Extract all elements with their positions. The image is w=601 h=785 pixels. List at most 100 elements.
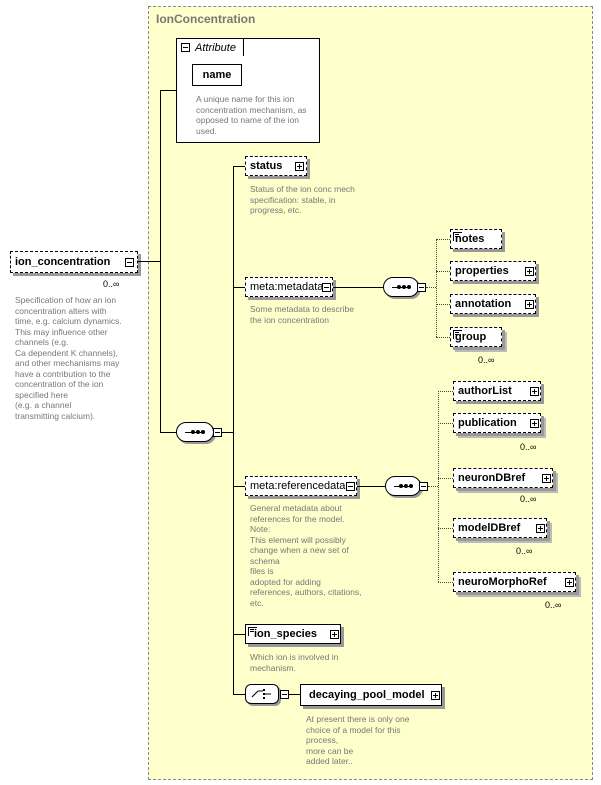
root-cardinality: 0..∞ <box>103 279 120 289</box>
attribute-name[interactable]: name <box>192 64 242 86</box>
referencedata-description: General metadata about references for th… <box>250 503 362 608</box>
connector <box>436 239 437 337</box>
annotation-label: annotation <box>455 298 512 310</box>
connector <box>438 423 453 424</box>
referencedata-label: meta:referencedata <box>250 480 346 492</box>
connector <box>357 486 385 487</box>
element-group[interactable]: group <box>450 327 502 347</box>
collapse-icon[interactable] <box>125 258 134 267</box>
collapse-icon[interactable] <box>419 482 428 491</box>
connector <box>233 634 245 635</box>
root-description: Specification of how an ion concentratio… <box>15 295 122 421</box>
element-annotation[interactable]: annotation <box>450 294 536 314</box>
connector <box>138 261 160 262</box>
connector <box>160 90 176 91</box>
expand-icon[interactable] <box>530 419 539 428</box>
properties-label: properties <box>455 265 509 277</box>
element-publication[interactable]: publication <box>453 413 541 433</box>
ion-species-label: ion_species <box>254 628 317 640</box>
element-authorlist[interactable]: authorList <box>453 381 541 401</box>
expand-icon[interactable] <box>536 524 545 533</box>
connector <box>438 582 453 583</box>
collapse-icon[interactable] <box>322 283 331 292</box>
metadata-description: Some metadata to describe the ion concen… <box>250 304 354 325</box>
neurondbref-cardinality: 0..∞ <box>520 494 537 504</box>
connector <box>160 432 176 433</box>
neuromorphoref-cardinality: 0..∞ <box>545 600 562 610</box>
connector <box>436 304 450 305</box>
expand-icon[interactable] <box>330 630 339 639</box>
connector <box>438 478 453 479</box>
element-neurondbref[interactable]: neuronDBref <box>453 468 553 488</box>
sequence-icon <box>394 484 413 488</box>
connector <box>438 391 439 582</box>
element-properties[interactable]: properties <box>450 261 536 281</box>
element-decaying-pool-model[interactable]: decaying_pool_model <box>300 684 442 706</box>
connector <box>438 528 453 529</box>
modeldbref-label: modelDBref <box>458 522 521 534</box>
connector <box>233 287 245 288</box>
connector <box>160 90 161 432</box>
element-neuromorphoref[interactable]: neuroMorphoRef <box>453 572 576 592</box>
group-label: group <box>455 331 487 343</box>
expand-icon[interactable] <box>525 300 534 309</box>
connector <box>333 287 383 288</box>
decaying-pool-model-description: At present there is only one choice of a… <box>306 714 410 766</box>
expand-icon[interactable] <box>565 578 574 587</box>
attribute-group-header[interactable]: Attribute <box>176 38 244 56</box>
choice-icon <box>251 689 271 699</box>
ion-species-description: Which ion is involved in mechanism. <box>250 652 339 673</box>
attribute-name-description: A unique name for this ion concentration… <box>196 94 307 136</box>
metadata-label: meta:metadata <box>250 281 324 293</box>
neuromorphoref-label: neuroMorphoRef <box>458 576 547 588</box>
complex-type-name: IonConcentration <box>156 12 256 26</box>
connector <box>233 486 245 487</box>
collapse-icon[interactable] <box>280 690 289 699</box>
element-modeldbref[interactable]: modelDBref <box>453 518 547 538</box>
sequence-compositor[interactable] <box>176 422 214 442</box>
expand-icon[interactable] <box>530 387 539 396</box>
authorlist-label: authorList <box>458 385 512 397</box>
publication-label: publication <box>458 417 517 429</box>
referencedata-sequence[interactable] <box>385 476 421 496</box>
modeldbref-cardinality: 0..∞ <box>516 546 533 556</box>
documentation-icon <box>453 232 462 241</box>
collapse-icon[interactable] <box>417 283 426 292</box>
attribute-header-label: Attribute <box>195 41 236 54</box>
choice-compositor[interactable] <box>245 684 279 704</box>
expand-icon[interactable] <box>542 474 551 483</box>
expand-icon[interactable] <box>431 691 440 700</box>
group-cardinality: 0..∞ <box>478 355 495 365</box>
neurondbref-label: neuronDBref <box>458 472 526 484</box>
root-element-ion-concentration[interactable]: ion_concentration <box>10 251 138 273</box>
connector <box>436 239 450 240</box>
collapse-icon[interactable] <box>346 482 355 491</box>
collapse-icon[interactable] <box>213 428 222 437</box>
decaying-pool-model-label: decaying_pool_model <box>309 689 425 701</box>
connector <box>233 694 245 695</box>
attribute-name-label: name <box>202 69 232 81</box>
connector <box>289 694 300 695</box>
documentation-icon <box>248 627 257 636</box>
connector <box>428 486 438 487</box>
connector <box>438 391 453 392</box>
element-ion-species[interactable]: ion_species <box>245 624 341 644</box>
element-meta-referencedata[interactable]: meta:referencedata <box>245 476 357 496</box>
documentation-icon <box>453 330 462 339</box>
expand-icon[interactable] <box>525 267 534 276</box>
expand-icon[interactable] <box>295 162 304 171</box>
connector <box>436 337 450 338</box>
connector <box>233 166 234 694</box>
element-status[interactable]: status <box>245 156 307 176</box>
connector <box>233 166 245 167</box>
connector <box>426 287 436 288</box>
collapse-icon[interactable] <box>181 43 190 52</box>
connector <box>222 432 233 433</box>
element-notes[interactable]: notes <box>450 229 502 249</box>
metadata-sequence[interactable] <box>383 277 419 297</box>
element-meta-metadata[interactable]: meta:metadata <box>245 277 333 297</box>
sequence-icon <box>392 285 411 289</box>
notes-label: notes <box>455 233 485 245</box>
sequence-icon <box>185 430 205 434</box>
publication-cardinality: 0..∞ <box>520 442 537 452</box>
